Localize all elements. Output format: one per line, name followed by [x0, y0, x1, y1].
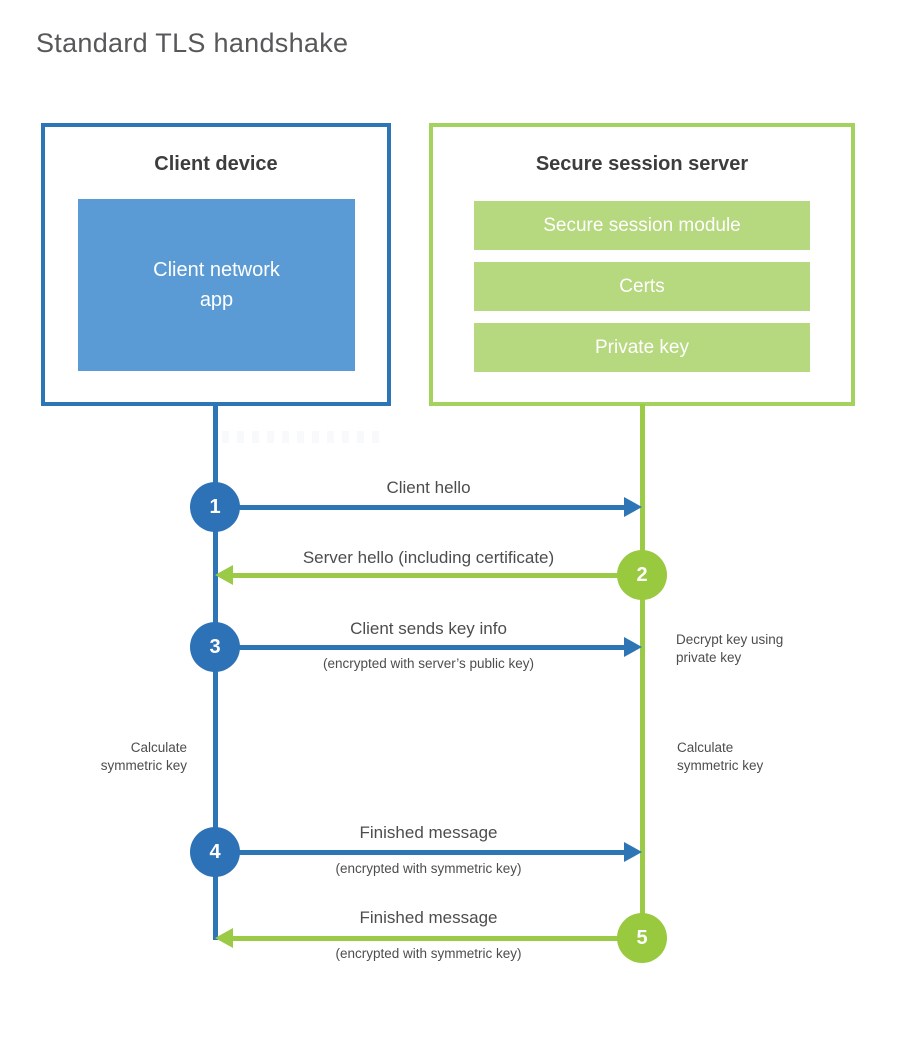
arrowhead-right-step4 [624, 842, 642, 862]
message-label-server-hello: Server hello (including certificate) [302, 548, 555, 567]
step-circle-3: 3 [190, 622, 240, 672]
message-sub-step4: (encrypted with symmetric key) [335, 861, 522, 876]
arrow-line-step3 [215, 645, 628, 650]
note-calculate-symmetric-key-client: Calculate symmetric key [100, 740, 187, 773]
arrowhead-left-step5 [215, 928, 233, 948]
message-sub-step3: (encrypted with server’s public key) [322, 656, 535, 671]
client-network-app-box: Client network app [78, 199, 355, 371]
server-lifeline [640, 404, 645, 940]
arrowhead-left-step2 [215, 565, 233, 585]
secure-session-server-title: Secure session server [535, 153, 749, 175]
client-lifeline [213, 404, 218, 940]
page-title: Standard TLS handshake [36, 28, 349, 58]
arrowhead-right-step1 [624, 497, 642, 517]
arrow-line-step1 [215, 505, 628, 510]
arrow-line-step2 [229, 573, 642, 578]
arrow-line-step5 [229, 936, 642, 941]
message-label-finished-message-1: Finished message [359, 823, 498, 842]
server-module-secure-session-module: Secure session module [474, 201, 810, 250]
faint-dashed-artifact [222, 431, 384, 443]
step-circle-1: 1 [190, 482, 240, 532]
arrow-line-step4 [215, 850, 628, 855]
client-device-title: Client device [154, 153, 278, 175]
message-label-client-sends-key-info: Client sends key info [350, 619, 507, 638]
server-module-private-key: Private key [474, 323, 810, 372]
server-module-certs: Certs [474, 262, 810, 311]
message-label-client-hello: Client hello [386, 478, 471, 497]
step-circle-2: 2 [617, 550, 667, 600]
note-decrypt-key: Decrypt key using private key [676, 632, 784, 665]
arrowhead-right-step3 [624, 637, 642, 657]
step-circle-5: 5 [617, 913, 667, 963]
message-label-finished-message-2: Finished message [359, 908, 498, 927]
note-calculate-symmetric-key-server: Calculate symmetric key [677, 740, 764, 773]
message-sub-step5: (encrypted with symmetric key) [335, 946, 522, 961]
step-circle-4: 4 [190, 827, 240, 877]
